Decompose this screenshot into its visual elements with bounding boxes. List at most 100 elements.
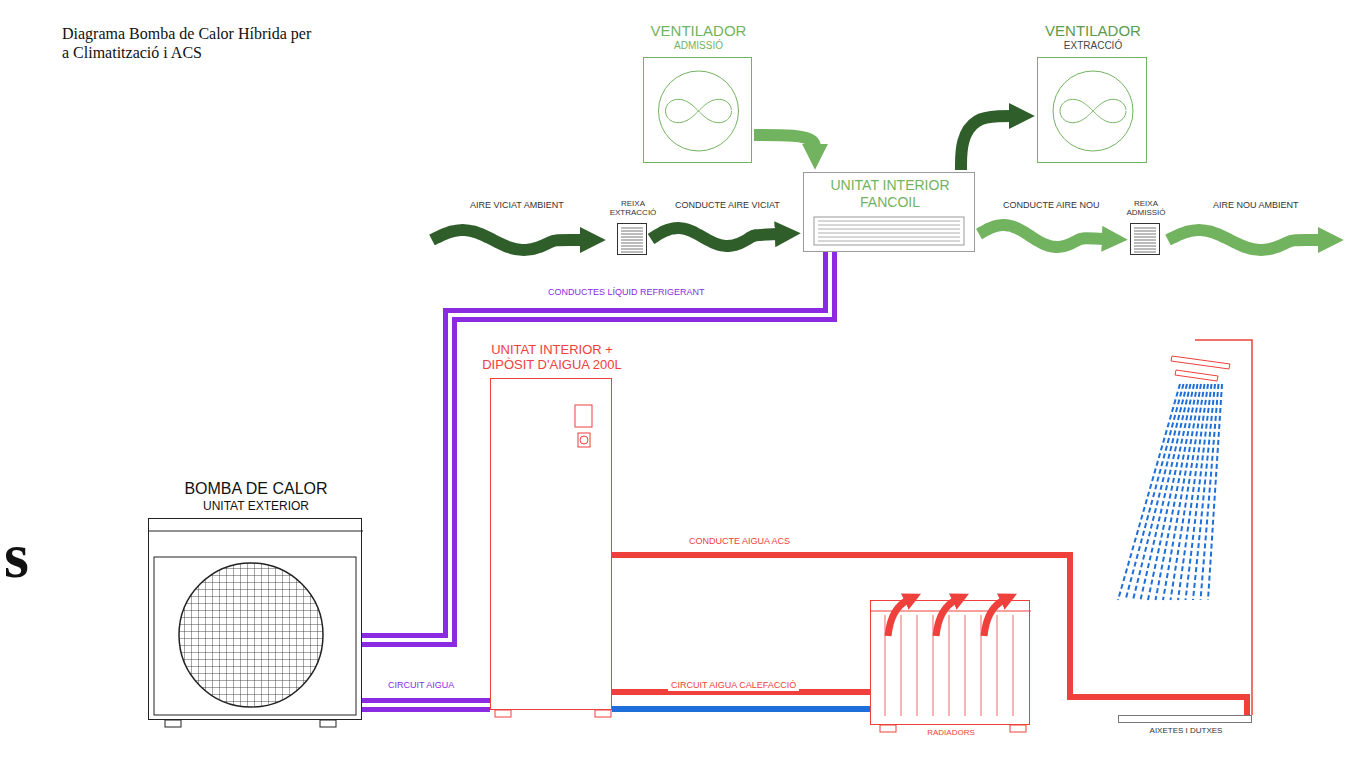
radiator-fin bbox=[933, 615, 934, 716]
node-drawing bbox=[1119, 716, 1251, 722]
connector-line bbox=[612, 555, 1247, 715]
air-label: AIRE VICIAT AMBIENT bbox=[470, 200, 564, 211]
heat-arrow bbox=[936, 600, 956, 636]
outdoor-unit: BOMBA DE CALORUNITAT EXTERIOR bbox=[148, 518, 362, 720]
indoor-unit: UNITAT INTERIOR + DIPÒSIT D'AIGUA 200L bbox=[490, 378, 612, 710]
node-heading: REIXA ADMISSIÓ bbox=[1116, 199, 1176, 218]
fan-ring bbox=[1053, 71, 1133, 151]
connector bbox=[961, 116, 1014, 170]
node-drawing bbox=[644, 58, 751, 162]
node-caption: REIXA EXTRACCIÓ bbox=[603, 199, 663, 218]
control-knob bbox=[580, 436, 588, 444]
lid-line bbox=[149, 531, 363, 532]
fan-blade bbox=[1060, 99, 1126, 122]
node-heading: UNITAT INTERIOR FANCOIL bbox=[808, 177, 972, 211]
fan-box: VENTILADOREXTRACCIÓ bbox=[1037, 57, 1147, 163]
node-subheading: UNITAT EXTERIOR bbox=[156, 499, 356, 513]
connector bbox=[754, 135, 815, 149]
node-caption: UNITAT INTERIOR FANCOIL bbox=[808, 177, 972, 211]
pipe-gap bbox=[362, 703, 490, 707]
fan-frame bbox=[154, 557, 356, 715]
grille-slat bbox=[621, 228, 643, 229]
pipe-gap bbox=[362, 252, 830, 640]
unit-foot bbox=[1010, 725, 1026, 732]
fan-guard bbox=[179, 563, 323, 707]
grille-slat bbox=[1134, 240, 1156, 241]
node-heading: RADIADORS bbox=[891, 728, 1011, 738]
node-heading: BOMBA DE CALOR bbox=[156, 479, 356, 498]
grille-slat bbox=[1134, 234, 1156, 235]
shower-head bbox=[1171, 356, 1230, 369]
fan-ring bbox=[659, 71, 739, 151]
connector bbox=[979, 225, 1107, 247]
water-spray bbox=[1208, 384, 1222, 600]
fancoil-unit: UNITAT INTERIOR FANCOIL bbox=[803, 172, 975, 252]
grille-box: REIXA EXTRACCIÓ bbox=[617, 223, 647, 255]
diagram-title: Diagrama Bomba de Calor Híbrida per a Cl… bbox=[62, 24, 322, 62]
fancoil-slat bbox=[818, 241, 960, 242]
node-subheading: ADMISSIÓ bbox=[599, 40, 799, 52]
control-panel bbox=[578, 433, 590, 447]
air-wave bbox=[432, 230, 585, 250]
node-caption: UNITAT INTERIOR + DIPÒSIT D'AIGUA 200L bbox=[467, 342, 637, 373]
node-caption: RADIADORS bbox=[891, 728, 1011, 738]
connector-label: CIRCUIT AIGUA bbox=[385, 680, 457, 691]
radiator-fin bbox=[1013, 615, 1014, 716]
node-drawing bbox=[618, 224, 646, 254]
grille-slat bbox=[621, 243, 643, 244]
unit-foot bbox=[320, 720, 336, 727]
node-drawing bbox=[491, 379, 611, 709]
grille-slat bbox=[1134, 246, 1156, 247]
node-heading: AIXETES I DUTXES bbox=[1121, 726, 1251, 736]
text-fragment: s bbox=[4, 518, 29, 595]
radiator-fin bbox=[901, 615, 902, 716]
fancoil-grille bbox=[814, 217, 964, 245]
grille-slat bbox=[1134, 228, 1156, 229]
node-drawing bbox=[1131, 224, 1159, 254]
grille-slat bbox=[1134, 243, 1156, 244]
connector-label: CIRCUIT AIGUA CALEFACCIÓ bbox=[668, 680, 799, 691]
connector bbox=[362, 252, 830, 640]
connector bbox=[362, 705, 490, 706]
grille-slat bbox=[1134, 249, 1156, 250]
node-caption: VENTILADORADMISSIÓ bbox=[599, 22, 799, 52]
grille-slat bbox=[621, 249, 643, 250]
radiator-top bbox=[871, 611, 1031, 612]
shower-head bbox=[1175, 370, 1218, 381]
connector bbox=[651, 228, 780, 246]
connector-line bbox=[651, 228, 780, 246]
unit-foot bbox=[595, 710, 611, 717]
water-spray bbox=[1148, 384, 1194, 600]
grille-slat bbox=[621, 240, 643, 241]
water-spray bbox=[1133, 384, 1187, 600]
connector-line bbox=[362, 698, 490, 712]
node-heading: UNITAT INTERIOR + DIPÒSIT D'AIGUA 200L bbox=[467, 342, 637, 373]
connector-label: CONDUCTE AIGUA ACS bbox=[686, 536, 793, 547]
radiator-fin bbox=[965, 615, 966, 716]
grille-slat bbox=[1134, 231, 1156, 232]
grille-slat bbox=[621, 246, 643, 247]
fan-box: VENTILADORADMISSIÓ bbox=[643, 57, 752, 163]
radiator: RADIADORS bbox=[870, 600, 1030, 725]
grille-slat bbox=[1134, 237, 1156, 238]
fancoil-slat bbox=[818, 233, 960, 234]
grille-slat bbox=[621, 234, 643, 235]
radiator-fin bbox=[981, 615, 982, 716]
connector bbox=[612, 555, 1247, 715]
fancoil-slat bbox=[818, 225, 960, 226]
radiator-fin bbox=[949, 615, 950, 716]
unit-foot bbox=[165, 720, 181, 727]
grille-slat bbox=[621, 237, 643, 238]
connector-label: CONDUCTE AIRE VICIAT bbox=[672, 200, 783, 211]
radiator-fin bbox=[885, 615, 886, 716]
node-heading: REIXA EXTRACCIÓ bbox=[603, 199, 663, 218]
node-caption: VENTILADOREXTRACCIÓ bbox=[993, 22, 1193, 52]
connector-line bbox=[961, 116, 1014, 170]
node-drawing bbox=[1038, 58, 1146, 162]
node-subheading: EXTRACCIÓ bbox=[993, 40, 1193, 52]
connector-line bbox=[362, 252, 830, 640]
connector bbox=[612, 692, 870, 709]
grille-slat bbox=[621, 231, 643, 232]
heat-arrow bbox=[888, 600, 908, 636]
